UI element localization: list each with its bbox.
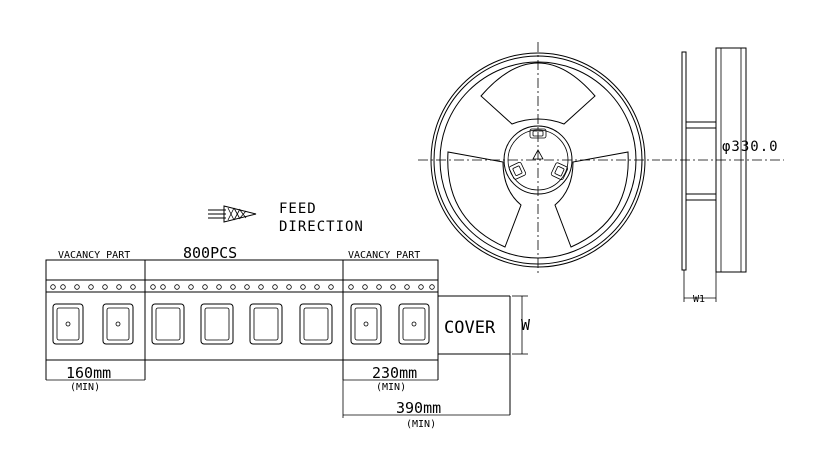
- dim-390-min-label: (MIN): [406, 419, 436, 430]
- dim-160-label: 160mm: [66, 364, 111, 382]
- feed-label: FEED: [279, 201, 317, 217]
- dimension-lines: [46, 379, 510, 418]
- diameter-label: φ330.0: [722, 139, 779, 155]
- dim-160-min-label: (MIN): [70, 382, 100, 393]
- vacancy-part-left-label: VACANCY PART: [58, 250, 130, 261]
- pocket-empty: [350, 303, 382, 345]
- pocket-empty: [52, 303, 84, 345]
- w-label: W: [521, 316, 531, 334]
- reel-side-view: [662, 47, 784, 302]
- dim-230-label: 230mm: [372, 364, 417, 382]
- pocket-filled: [200, 303, 234, 345]
- carrier-tape: [45, 259, 528, 415]
- pocket-empty: [102, 303, 134, 345]
- vacancy-part-right-label: VACANCY PART: [348, 250, 420, 261]
- cover-label: COVER: [444, 318, 496, 338]
- pocket-filled: [151, 303, 185, 345]
- pocket-empty: [398, 303, 430, 345]
- quantity-label: 800PCS: [183, 244, 237, 262]
- dim-230-min-label: (MIN): [376, 382, 406, 393]
- direction-label: DIRECTION: [279, 219, 364, 235]
- reel-hub-icon: [508, 128, 569, 181]
- w1-label: W1: [693, 294, 705, 305]
- dim-390-label: 390mm: [396, 399, 441, 417]
- feed-arrow-icon: [208, 205, 257, 223]
- sprocket-holes: [50, 284, 435, 290]
- pocket-filled: [299, 303, 333, 345]
- cover-tape: [438, 295, 511, 415]
- reel-front-view: [418, 42, 660, 276]
- pocket-filled: [249, 303, 283, 345]
